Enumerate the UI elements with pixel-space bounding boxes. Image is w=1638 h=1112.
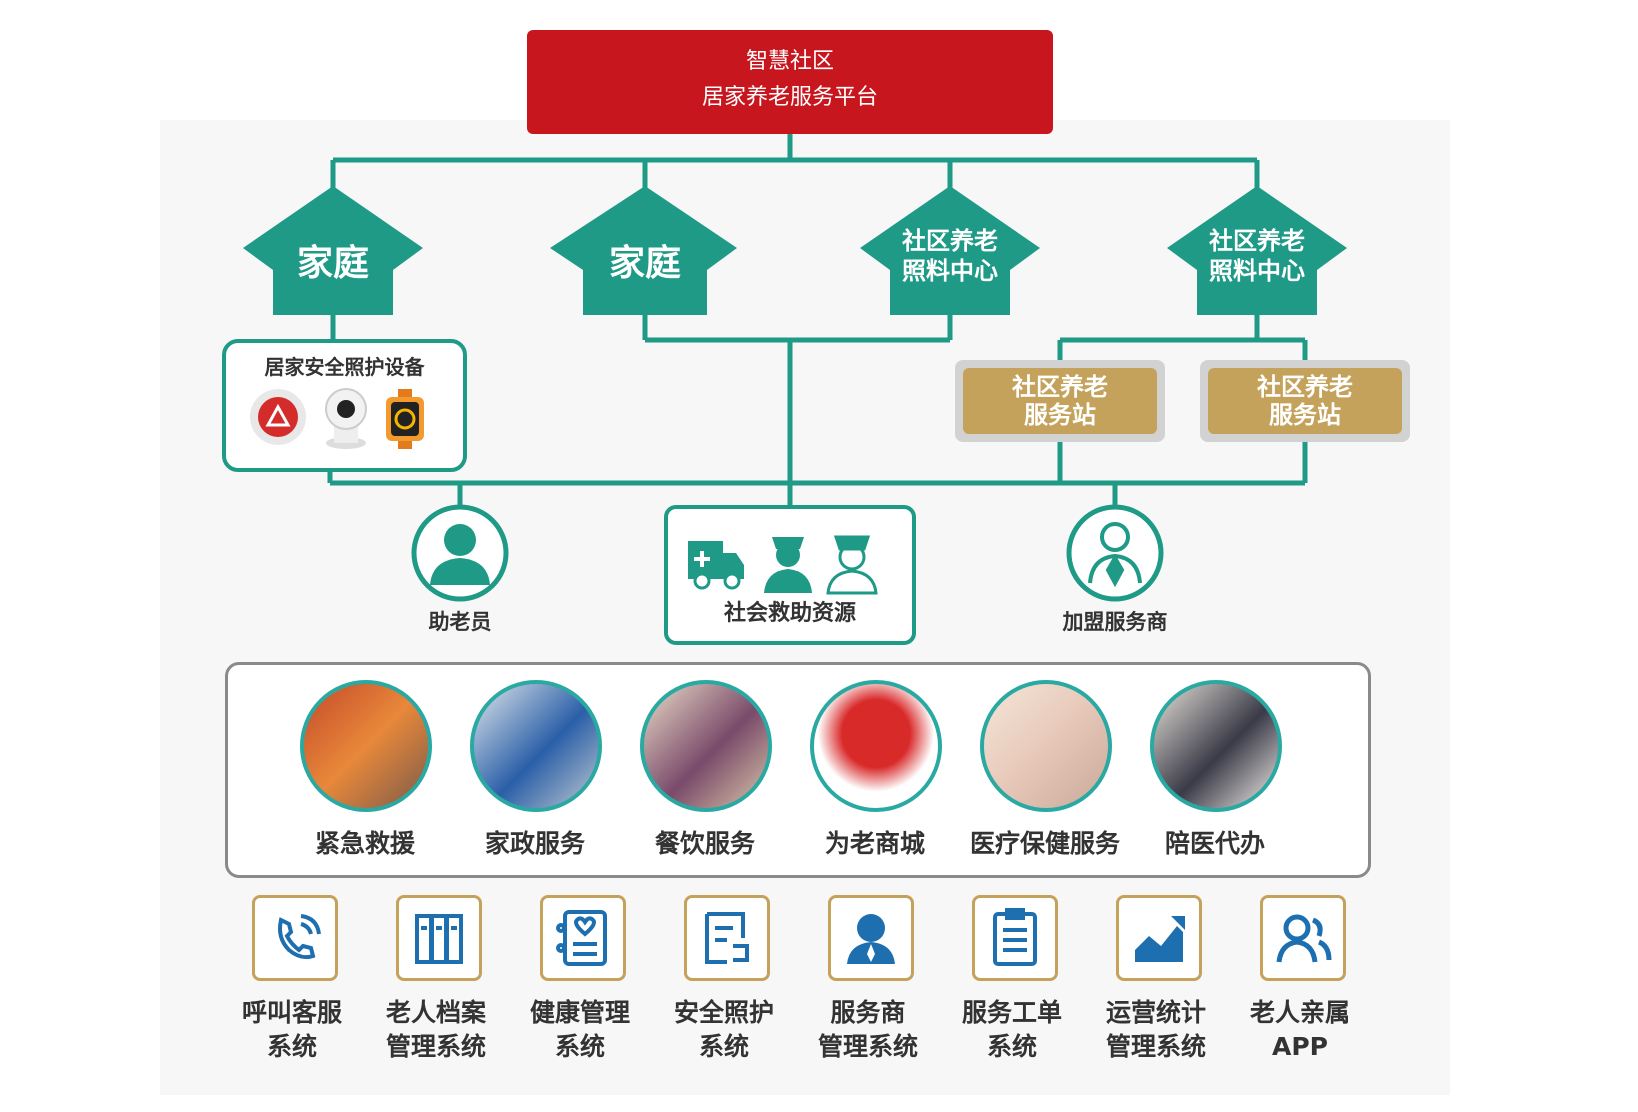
escort-photo <box>1150 680 1282 812</box>
system-label-6-line2: 系统 <box>986 1032 1037 1061</box>
station-2-line2: 服务站 <box>1269 401 1341 429</box>
helper-label: 助老员 <box>428 610 492 634</box>
house-label-2: 家庭 <box>608 243 681 284</box>
system-label-2: 老人档案 管理系统 <box>366 996 506 1064</box>
social-resource-box: 社会救助资源 <box>664 505 916 645</box>
house-shape-4 <box>1167 186 1347 315</box>
station-1: 社区养老 服务站 <box>955 360 1165 442</box>
system-label-3-line1: 健康管理 <box>529 998 630 1027</box>
ambulance-icon <box>688 541 744 590</box>
station-2-line1: 社区养老 <box>1257 373 1353 401</box>
system-label-2-line1: 老人档案 <box>385 998 486 1027</box>
system-label-5-line2: 管理系统 <box>817 1032 918 1061</box>
service-label-2: 家政服务 <box>484 829 585 858</box>
service-label-5: 医疗保健服务 <box>969 829 1120 858</box>
platform-box: 智慧社区 居家养老服务平台 <box>527 30 1053 134</box>
health-icon <box>540 895 626 981</box>
safety-icon <box>684 895 770 981</box>
house-label-3: 社区养老 照料中心 <box>880 226 1020 286</box>
doctor-icon <box>764 537 812 593</box>
camera-icon <box>325 388 367 449</box>
system-label-6-line1: 服务工单 <box>961 998 1062 1027</box>
catering-photo <box>640 680 772 812</box>
system-label-2-line2: 管理系统 <box>385 1032 486 1061</box>
system-label-4-line2: 系统 <box>698 1032 749 1061</box>
station-1-line1: 社区养老 <box>1012 373 1108 401</box>
device-icons <box>250 388 424 449</box>
system-label-1: 呼叫客服 系统 <box>222 996 362 1064</box>
system-label-8-line1: 老人亲属 <box>1249 998 1350 1027</box>
system-label-8-line2: APP <box>1272 1032 1328 1061</box>
service-label-3: 餐饮服务 <box>654 829 755 858</box>
service-label-1: 紧急救援 <box>314 829 415 858</box>
platform-line2: 居家养老服务平台 <box>701 85 878 110</box>
service-label-4: 为老商城 <box>824 829 925 858</box>
system-label-6: 服务工单 系统 <box>942 996 1082 1064</box>
station-1-line2: 服务站 <box>1024 401 1096 429</box>
smartwatch-icon <box>386 389 424 449</box>
system-label-1-line2: 系统 <box>266 1032 317 1061</box>
platform-line1: 智慧社区 <box>745 49 834 74</box>
social-resource-label: 社会救助资源 <box>723 601 856 626</box>
house-label-3-line1: 社区养老 <box>902 227 998 255</box>
stats-icon <box>1116 895 1202 981</box>
house-label-4-line2: 照料中心 <box>1209 257 1305 285</box>
shopping-photo <box>810 680 942 812</box>
franchise-label: 加盟服务商 <box>1062 610 1168 634</box>
phone-icon <box>252 895 338 981</box>
nurse-icon <box>826 535 878 595</box>
archive-icon <box>396 895 482 981</box>
family-icon <box>1260 895 1346 981</box>
workorder-icon <box>972 895 1058 981</box>
house-shape-3 <box>860 186 1040 315</box>
house-label-1: 家庭 <box>296 243 369 284</box>
system-label-1-line1: 呼叫客服 <box>241 998 342 1027</box>
system-label-3-line2: 系统 <box>554 1032 605 1061</box>
system-label-7-line2: 管理系统 <box>1105 1032 1206 1061</box>
housekeeping-photo <box>470 680 602 812</box>
system-label-4: 安全照护 系统 <box>654 996 794 1064</box>
helper-icon <box>430 524 490 585</box>
provider-icon <box>828 895 914 981</box>
house-shape-1 <box>243 186 423 315</box>
system-label-7: 运营统计 管理系统 <box>1086 996 1226 1064</box>
device-title: 居家安全照护设备 <box>264 355 425 379</box>
station-2: 社区养老 服务站 <box>1200 360 1410 442</box>
house-shape-2 <box>550 186 737 315</box>
system-label-8: 老人亲属 APP <box>1230 996 1370 1064</box>
system-label-4-line1: 安全照护 <box>673 998 774 1027</box>
system-label-7-line1: 运营统计 <box>1105 998 1206 1027</box>
house-label-3-line2: 照料中心 <box>902 257 998 285</box>
device-box: 居家安全照护设备 <box>222 339 467 472</box>
system-label-5: 服务商 管理系统 <box>798 996 938 1064</box>
franchise-icon <box>1088 522 1142 588</box>
house-label-4-line1: 社区养老 <box>1209 227 1305 255</box>
sos-button-icon <box>250 389 306 445</box>
rescue-photo <box>300 680 432 812</box>
system-label-5-line1: 服务商 <box>830 998 906 1027</box>
social-icons <box>688 535 878 595</box>
medical-photo <box>980 680 1112 812</box>
service-label-6: 陪医代办 <box>1164 829 1265 858</box>
house-label-4: 社区养老 照料中心 <box>1187 226 1327 286</box>
system-label-3: 健康管理 系统 <box>510 996 650 1064</box>
